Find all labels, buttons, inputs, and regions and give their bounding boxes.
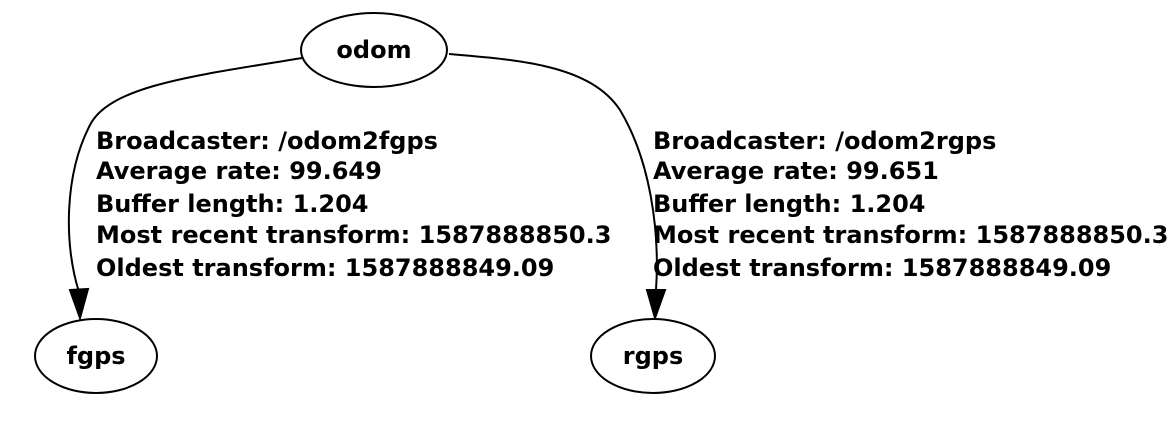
node-odom[interactable]: odom	[300, 12, 448, 88]
label-buffer-length: Buffer length: 1.204	[96, 190, 368, 218]
node-rgps-label: rgps	[623, 342, 683, 370]
label-buffer-length: Buffer length: 1.204	[653, 190, 925, 218]
label-most-recent-transform: Most recent transform: 1587888850.3	[96, 221, 611, 249]
arrow-head-rgps	[645, 289, 667, 322]
edge-line-odom-fgps	[67, 57, 303, 293]
node-odom-ellipse	[300, 12, 448, 88]
node-rgps-ellipse	[590, 318, 716, 394]
label-most-recent-transform: Most recent transform: 1587888850.3	[653, 221, 1168, 249]
node-fgps-ellipse	[34, 318, 158, 394]
label-broadcaster: Broadcaster: /odom2fgps	[96, 127, 438, 155]
edge-label-odom-fgps: Broadcaster: /odom2fgps Average rate: 99…	[96, 127, 611, 282]
edge-odom-fgps	[67, 57, 303, 322]
node-fgps[interactable]: fgps	[34, 318, 158, 394]
label-oldest-transform: Oldest transform: 1587888849.09	[96, 254, 554, 282]
edge-label-odom-rgps: Broadcaster: /odom2rgps Average rate: 99…	[653, 127, 1168, 282]
label-broadcaster: Broadcaster: /odom2rgps	[653, 127, 996, 155]
arrow-head-fgps	[68, 287, 90, 322]
node-fgps-label: fgps	[66, 342, 125, 370]
node-odom-label: odom	[336, 36, 411, 64]
node-rgps[interactable]: rgps	[590, 318, 716, 394]
label-oldest-transform: Oldest transform: 1587888849.09	[653, 254, 1111, 282]
label-average-rate: Average rate: 99.649	[96, 157, 382, 185]
edge-odom-rgps	[448, 53, 667, 322]
label-average-rate: Average rate: 99.651	[653, 157, 939, 185]
edge-line-odom-rgps	[448, 53, 658, 291]
